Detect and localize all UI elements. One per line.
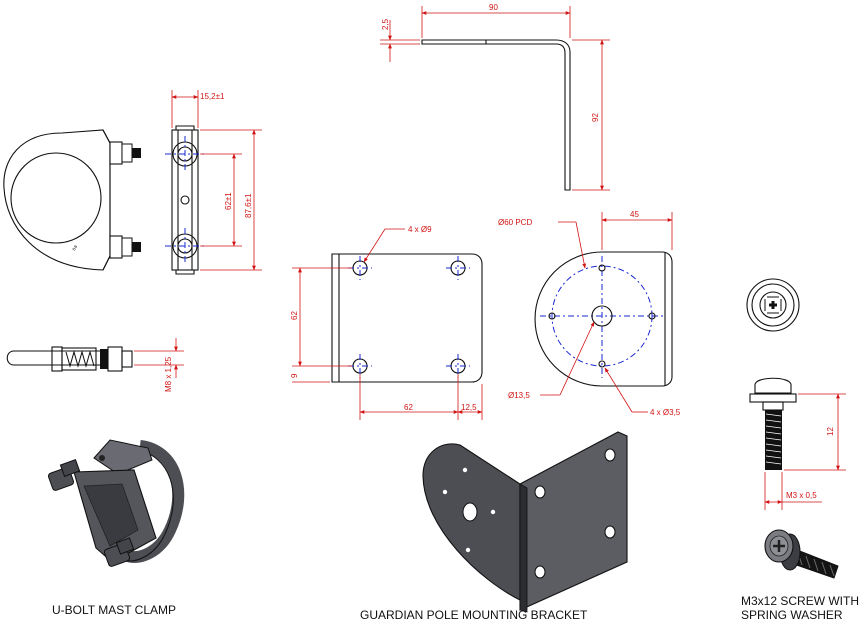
bracket-flange-dim: 90 — [489, 3, 498, 12]
bracket-flange-dimensions: 4 x Ø9 62 9 62 12,5 — [290, 225, 483, 420]
clamp-caption: U-BOLT MAST CLAMP — [52, 603, 176, 617]
clamp-side-dimensions: 15,2±1 62±1 87,6±1 — [171, 90, 262, 271]
svg-text:⁸⁸: ⁸⁸ — [72, 244, 81, 253]
clamp-front-view: ⁸⁸ — [3, 129, 141, 271]
bracket-3d-view — [422, 431, 628, 613]
clamp-thread-dim: M8 x 1,25 — [164, 356, 173, 392]
clamp-bottom-view — [6, 346, 133, 372]
plate-center-hole-dim: Ø13,5 — [508, 391, 530, 400]
flange-pitch-h-dim: 62 — [404, 403, 413, 412]
screw-length-dim: 12 — [826, 427, 835, 436]
flange-edge-h-dim: 12,5 — [461, 403, 477, 412]
plate-small-hole — [598, 264, 606, 272]
bracket-angle-dimensions: 2,5 90 92 — [380, 3, 610, 191]
flange-pitch-v-dim: 62 — [290, 311, 299, 320]
bracket-round-plate-view — [534, 251, 673, 387]
bracket-angle-view — [421, 39, 571, 191]
flange-edge-v-dim: 9 — [290, 373, 299, 378]
plate-small-hole — [548, 312, 556, 320]
clamp-height-dim: 87,6±1 — [244, 193, 253, 218]
clamp-side-view — [165, 125, 205, 275]
flange-holes-dim: 4 x Ø9 — [408, 225, 432, 234]
bracket-height-dim: 92 — [591, 113, 600, 122]
clamp-width-dim: 15,2±1 — [200, 92, 225, 101]
plate-small-hole — [648, 312, 656, 320]
plate-center-hole — [591, 305, 613, 327]
clamp-thread-dimension: M8 x 1,25 — [134, 338, 184, 392]
screw-dimensions: 12 M3 x 0,5 — [764, 393, 846, 510]
bracket-thickness-dim: 2,5 — [381, 18, 390, 30]
plate-pcd-dim: Ø60 PCD — [498, 218, 532, 227]
bracket-plate-dimensions: Ø60 PCD 45 Ø13,5 4 x Ø3,5 — [498, 210, 681, 417]
screw-top-view — [746, 278, 800, 332]
bracket-flange-view — [331, 253, 483, 383]
flange-hole — [446, 256, 470, 280]
screw-side-view — [749, 377, 797, 470]
clamp-3d-view — [47, 439, 185, 567]
screw-caption-line2: SPRING WASHER — [741, 608, 843, 622]
plate-radius-dim: 45 — [630, 210, 639, 219]
plate-small-hole — [598, 360, 606, 368]
clamp-hole-spacing-dim: 62±1 — [224, 192, 233, 210]
screw-thread-dim: M3 x 0,5 — [786, 491, 817, 500]
screw-3d-view — [764, 529, 839, 579]
bracket-caption: GUARDIAN POLE MOUNTING BRACKET — [360, 608, 588, 622]
plate-small-holes-dim: 4 x Ø3,5 — [650, 408, 681, 417]
screw-caption-line1: M3x12 SCREW WITH — [741, 594, 859, 608]
